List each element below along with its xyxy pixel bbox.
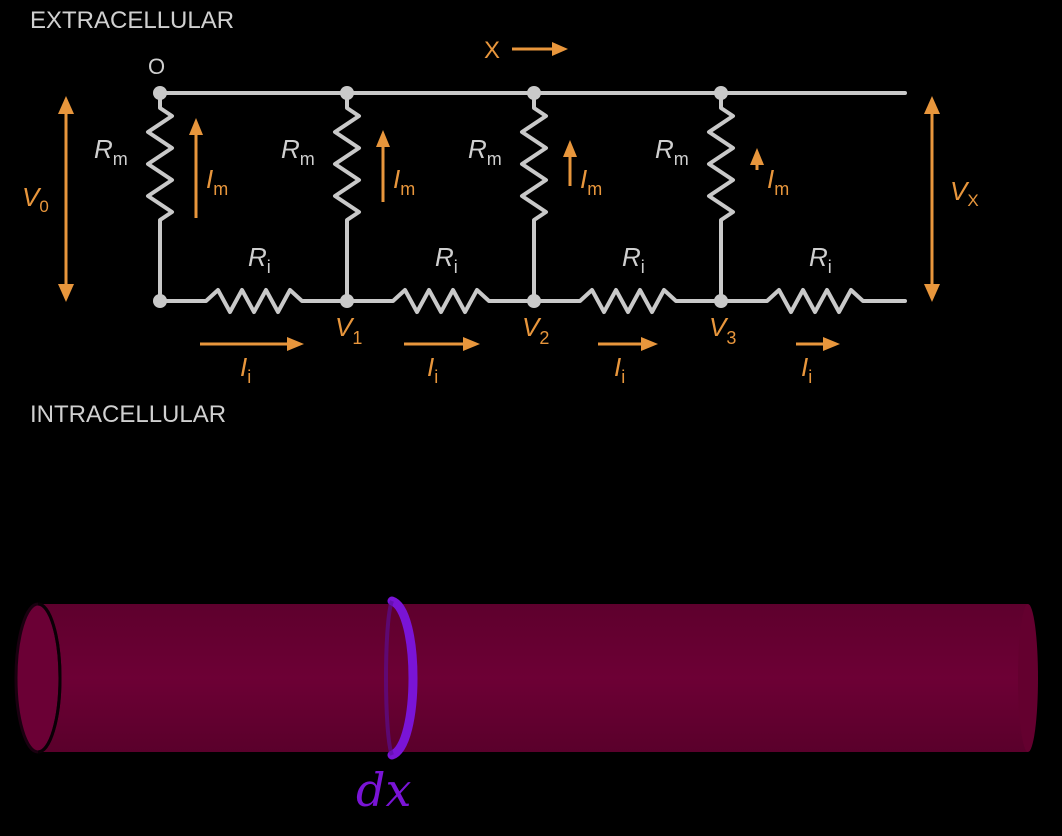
dx-label: dx (356, 763, 411, 817)
rm-label-4: Rm (655, 134, 689, 169)
cylinder-body (38, 604, 1028, 752)
ii-label-2: Ii (427, 352, 438, 387)
ii-label-3: Ii (614, 352, 625, 387)
im-arrow-2 (376, 130, 390, 202)
rm-label-3: Rm (468, 134, 502, 169)
internal-resistor-2 (345, 288, 536, 314)
im-arrow-4 (750, 148, 764, 170)
ii-arrow-1 (200, 337, 304, 351)
im-arrow-3 (563, 140, 577, 186)
membrane-resistor-4 (707, 91, 735, 303)
vx-label: VX (950, 176, 979, 210)
membrane-resistor-2 (333, 91, 361, 303)
im-label-2: Im (393, 164, 415, 199)
cylinder-right-cap (1018, 604, 1038, 752)
v1-label: V1 (335, 312, 362, 348)
rm-label-1: Rm (94, 134, 128, 169)
v3-label: V3 (709, 312, 736, 348)
ri-label-3: Ri (622, 242, 645, 277)
ii-label-4: Ii (801, 352, 812, 387)
ri-label-4: Ri (809, 242, 832, 277)
internal-resistor-1 (158, 288, 349, 314)
top-node-3 (714, 86, 728, 100)
x-direction-arrow (512, 42, 568, 56)
vx-double-arrow (924, 96, 940, 302)
ii-label-1: Ii (240, 352, 251, 387)
bottom-node-1 (340, 294, 354, 308)
bottom-node-3 (714, 294, 728, 308)
axon-cylinder (14, 596, 1038, 760)
intracellular-label: INTRACELLULAR (30, 401, 226, 428)
top-node-1 (340, 86, 354, 100)
dx-ring (387, 596, 418, 760)
ii-arrow-2 (404, 337, 480, 351)
im-label-3: Im (580, 164, 602, 199)
internal-resistor-3 (532, 288, 723, 314)
x-axis-label: X (484, 37, 500, 64)
dx-ring-back (384, 600, 394, 756)
rm-label-2: Rm (281, 134, 315, 169)
cylinder-left-cap-edge (37, 602, 62, 754)
im-arrow-1 (189, 118, 203, 218)
ii-arrow-3 (598, 337, 658, 351)
origin-label: O (148, 54, 165, 79)
ri-label-1: Ri (248, 242, 271, 277)
top-node-0 (153, 86, 167, 100)
internal-resistor-4 (719, 288, 907, 314)
circuit-wires (146, 91, 907, 314)
v0-double-arrow (58, 96, 74, 302)
top-node-2 (527, 86, 541, 100)
v2-label: V2 (522, 312, 549, 348)
im-label-1: Im (206, 164, 228, 199)
ii-arrow-4 (796, 337, 840, 351)
bottom-node-0 (153, 294, 167, 308)
v0-label: V0 (22, 182, 49, 216)
im-label-4: Im (767, 164, 789, 199)
circuit-nodes (153, 86, 728, 308)
ri-label-2: Ri (435, 242, 458, 277)
extracellular-label: EXTRACELLULAR (30, 7, 234, 34)
membrane-resistor-3 (520, 91, 548, 303)
bottom-node-2 (527, 294, 541, 308)
membrane-resistor-1 (146, 91, 174, 303)
